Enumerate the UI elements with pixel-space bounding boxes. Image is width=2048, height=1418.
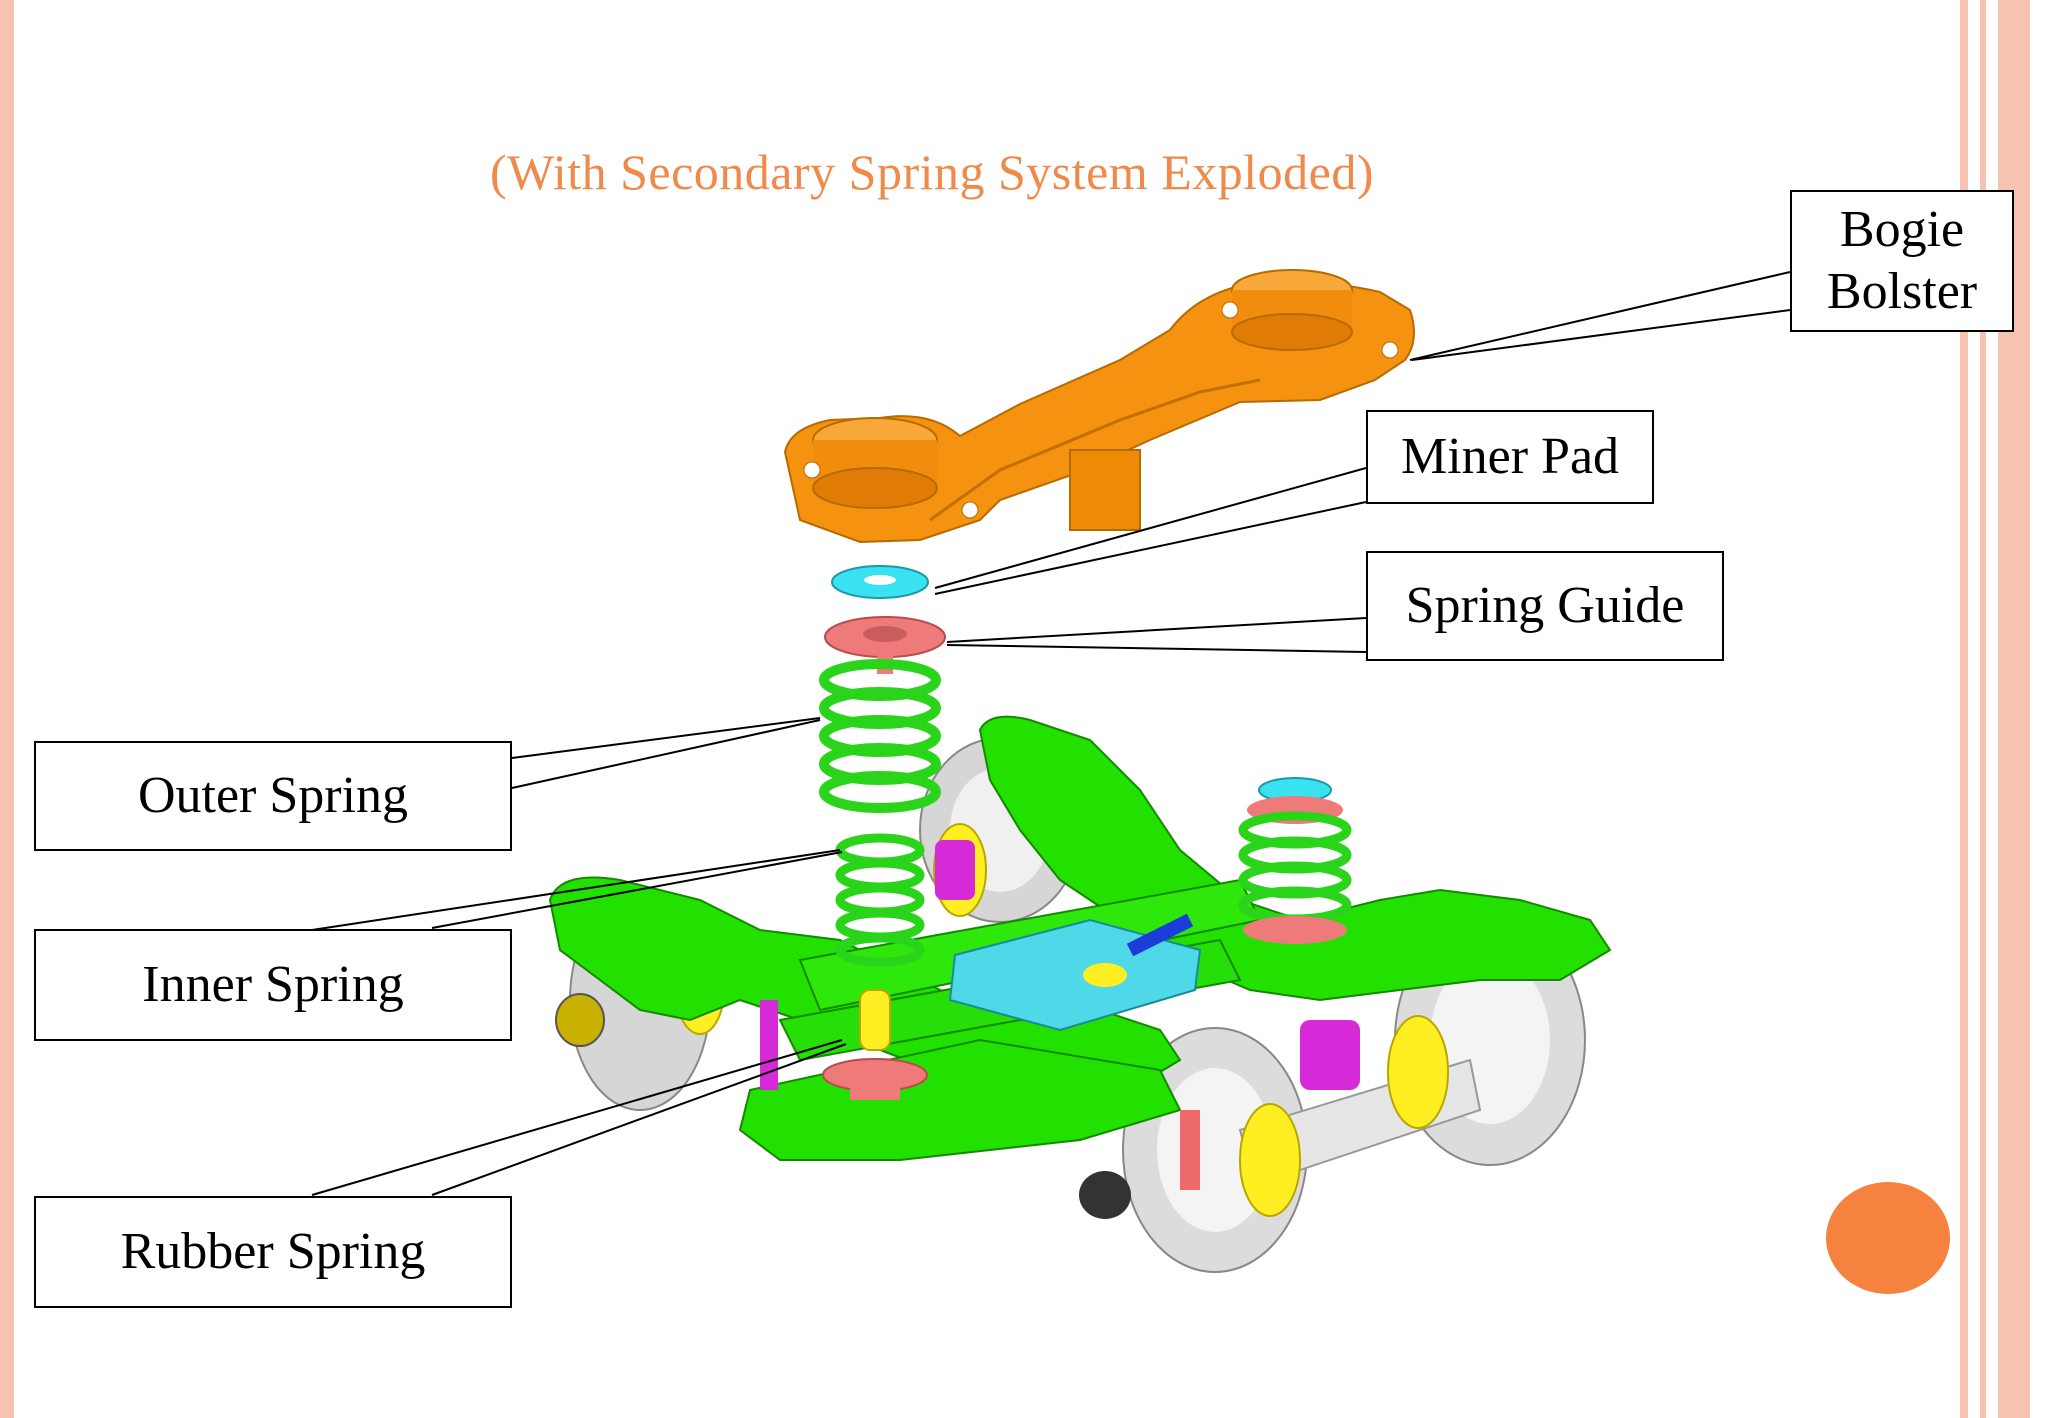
label-rubber-spring: Rubber Spring [34, 1196, 512, 1308]
axle-ends [555, 993, 1131, 1219]
outer-spring [819, 659, 941, 813]
inner-spring [835, 833, 925, 967]
right-spring-assembly [1238, 777, 1352, 944]
slide-subtitle: (With Secondary Spring System Exploded) [489, 144, 1375, 200]
label-rubber-spring-text: Rubber Spring [120, 1222, 426, 1280]
miner-pad [831, 565, 929, 599]
slide-bullet-circle [1826, 1182, 1950, 1294]
label-outer-spring: Outer Spring [34, 741, 512, 851]
label-bogie-bolster-line1: Bogie [1839, 200, 1965, 258]
label-outer-spring-text: Outer Spring [137, 766, 409, 824]
label-spring-guide-text: Spring Guide [1405, 576, 1685, 634]
label-bogie-bolster: Bogie Bolster [1790, 190, 2014, 332]
label-bogie-bolster-line2: Bolster [1826, 263, 1978, 320]
label-inner-spring: Inner Spring [34, 929, 512, 1041]
axle-boxes [760, 840, 1360, 1190]
bogie-bolster [783, 269, 1415, 544]
label-miner-pad-text: Miner Pad [1400, 427, 1620, 485]
slide-border-left [0, 0, 14, 1418]
rubber-spring [822, 989, 928, 1100]
slide-border-right-stripe-2 [1980, 0, 1986, 1418]
label-inner-spring-text: Inner Spring [142, 955, 404, 1013]
leader-lines [311, 271, 1791, 1196]
label-spring-guide: Spring Guide [1366, 551, 1724, 661]
slide-border-right-stripe-1 [1960, 0, 1968, 1418]
transom [948, 913, 1202, 1032]
label-miner-pad: Miner Pad [1366, 410, 1654, 504]
